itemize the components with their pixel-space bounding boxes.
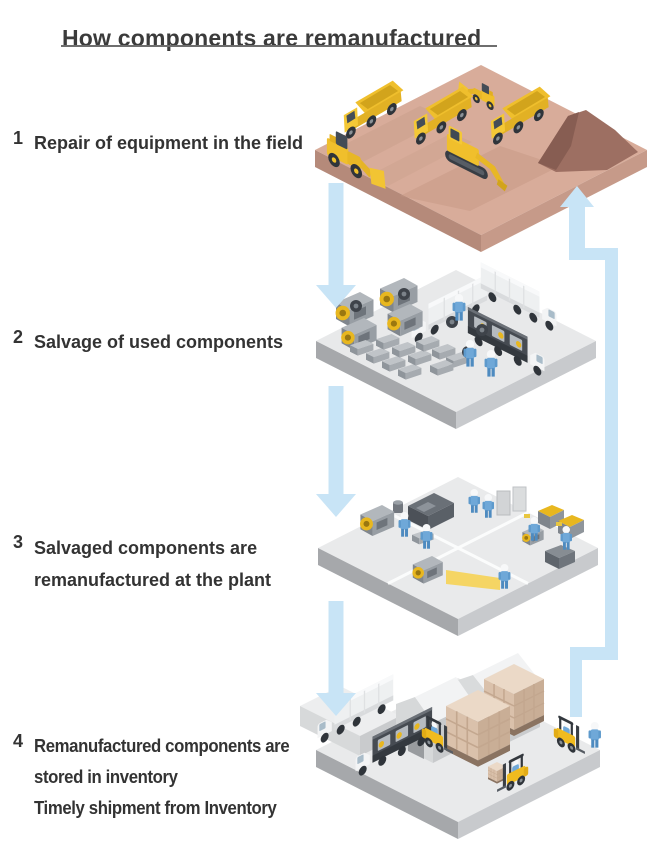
step-number: 3 xyxy=(13,532,24,552)
down-arrow-icon xyxy=(316,601,356,716)
cleaning-light-beam xyxy=(446,570,500,590)
step-text: Remanufactured components are xyxy=(34,736,290,756)
down-arrow-icon xyxy=(316,386,356,517)
title-underline xyxy=(61,45,497,47)
yellow-part xyxy=(556,522,562,526)
step-3-label: 3 Salvaged components are remanufactured… xyxy=(13,532,271,596)
page-title: How components are remanufactured xyxy=(62,25,482,52)
step-text: Repair of equipment in the field xyxy=(34,133,304,153)
dirt-pile xyxy=(538,110,638,172)
step-text: stored in inventory xyxy=(34,767,178,787)
tall-cabinets xyxy=(496,486,527,516)
step-text: Salvaged components are xyxy=(34,538,258,558)
step-1-label: 1 Repair of equipment in the field xyxy=(13,128,303,159)
worker-figure xyxy=(588,722,601,748)
up-return-arrow-icon xyxy=(560,186,618,717)
down-arrow-icon xyxy=(316,183,356,308)
step-text: Timely shipment from Inventory xyxy=(34,798,277,818)
yellow-part xyxy=(524,514,530,518)
step-text: remanufactured at the plant xyxy=(34,570,272,590)
scene-remanufacture-plant xyxy=(318,477,598,636)
step-number: 2 xyxy=(13,327,24,347)
step-number: 4 xyxy=(13,731,24,751)
step-4-label: 4 Remanufactured components are stored i… xyxy=(13,731,308,824)
step-2-label: 2 Salvage of used components xyxy=(13,327,283,358)
scene-inventory-warehouse xyxy=(300,653,601,839)
step-text: Salvage of used components xyxy=(34,332,284,352)
scene-repair-field xyxy=(315,65,647,252)
scene-salvage-components xyxy=(316,262,596,429)
plant-machine xyxy=(408,493,454,530)
step-number: 1 xyxy=(13,128,24,148)
crate-stack xyxy=(445,689,511,768)
barrel xyxy=(393,500,403,513)
